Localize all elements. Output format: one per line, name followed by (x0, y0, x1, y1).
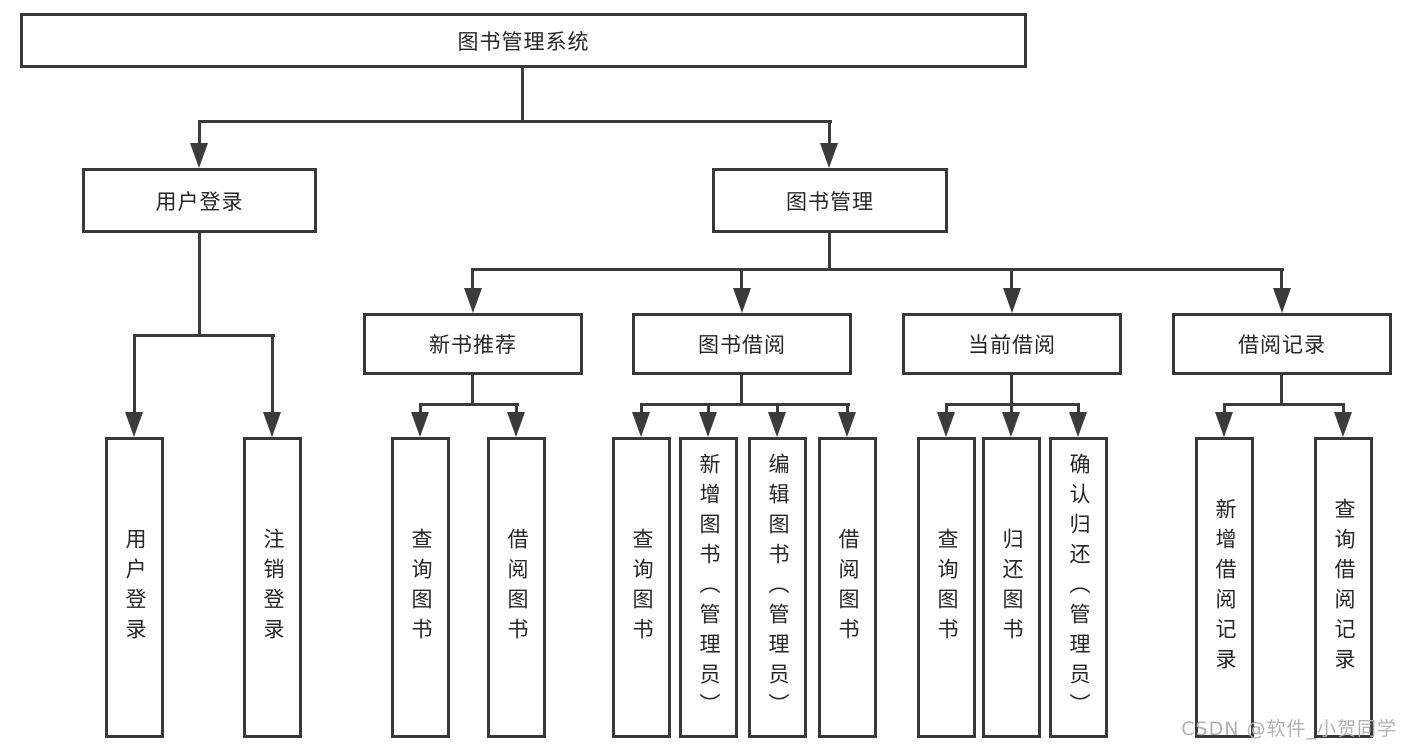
connector-vertical (471, 375, 474, 406)
arrowhead-down-icon (507, 412, 525, 437)
leaf-query-books-borrowing: 查询图书 (612, 437, 671, 738)
node-borrowing-records: 借阅记录 (1172, 313, 1392, 375)
leaf-add-borrow-record: 新增借阅记录 (1195, 437, 1254, 738)
connector-stub (1010, 403, 1013, 414)
leaf-label: 查询借阅记录 (1332, 497, 1356, 678)
connector-stub (828, 120, 831, 146)
connector-stub (515, 403, 518, 414)
leaf-label: 编辑图书（管理员） (766, 452, 790, 723)
connector-root-vertical (521, 68, 524, 121)
node-new-book-recommendation: 新书推荐 (363, 313, 583, 375)
arrowhead-down-icon (1215, 412, 1233, 437)
node-label: 图书管理 (786, 189, 874, 214)
connector-horizontal (419, 403, 519, 406)
node-label: 新书推荐 (429, 333, 517, 357)
connector-manage-vertical (828, 233, 831, 271)
node-current-borrowing: 当前借阅 (902, 313, 1122, 375)
leaf-label: 查询图书 (630, 527, 654, 648)
arrowhead-down-icon (1002, 412, 1020, 437)
leaf-add-book-admin: 新增图书（管理员） (679, 437, 738, 738)
connector-vertical (740, 375, 743, 406)
leaf-query-books-recommend: 查询图书 (391, 437, 450, 738)
leaf-label: 新增借阅记录 (1213, 497, 1237, 678)
arrowhead-down-icon (1069, 412, 1087, 437)
arrowhead-down-icon (632, 412, 650, 437)
connector-manage-horizontal (471, 268, 1284, 271)
connector-login-vertical (198, 233, 201, 336)
connector-horizontal (1223, 403, 1345, 406)
connector-vertical (1280, 375, 1283, 406)
leaf-label: 新增图书（管理员） (697, 452, 721, 723)
connector-stub (419, 403, 422, 414)
leaf-return-books: 归还图书 (982, 437, 1041, 738)
connector-stub (133, 334, 136, 414)
node-label: 用户登录 (155, 189, 244, 214)
connector-stub (1223, 403, 1226, 414)
node-label: 借阅记录 (1238, 333, 1326, 357)
node-book-borrowing: 图书借阅 (632, 313, 852, 375)
connector-stub (1077, 403, 1080, 414)
leaf-user-login: 用户登录 (105, 437, 164, 738)
connector-stub (707, 403, 710, 414)
connector-vertical (1010, 375, 1013, 406)
arrowhead-down-icon (1273, 288, 1291, 313)
leaf-label: 归还图书 (1000, 527, 1024, 648)
leaf-label: 查询图书 (409, 527, 433, 648)
connector-stub (740, 268, 743, 292)
arrowhead-down-icon (125, 412, 143, 437)
arrowhead-down-icon (768, 412, 786, 437)
leaf-label: 用户登录 (123, 527, 147, 648)
arrowhead-down-icon (838, 412, 856, 437)
connector-stub (271, 334, 274, 414)
connector-stub (198, 120, 201, 146)
connector-stub (945, 403, 948, 414)
leaf-borrow-books-borrowing: 借阅图书 (818, 437, 877, 738)
connector-stub (846, 403, 849, 414)
connector-root-horizontal (198, 120, 832, 123)
leaf-label: 查询图书 (935, 527, 959, 648)
arrowhead-down-icon (263, 412, 281, 437)
connector-stub (1010, 268, 1013, 292)
arrowhead-down-icon (411, 412, 429, 437)
arrowhead-down-icon (937, 412, 955, 437)
leaf-label: 借阅图书 (505, 527, 529, 648)
connector-stub (1342, 403, 1345, 414)
leaf-label: 注销登录 (261, 527, 285, 648)
leaf-query-books-current: 查询图书 (917, 437, 976, 738)
connector-stub (640, 403, 643, 414)
leaf-edit-book-admin: 编辑图书（管理员） (748, 437, 807, 738)
arrowhead-down-icon (820, 143, 838, 168)
node-label: 图书借阅 (698, 333, 786, 357)
arrowhead-down-icon (1334, 412, 1352, 437)
arrowhead-down-icon (699, 412, 717, 437)
connector-stub (776, 403, 779, 414)
arrowhead-down-icon (733, 288, 751, 313)
connector-horizontal (640, 403, 850, 406)
arrowhead-down-icon (1003, 288, 1021, 313)
leaf-query-borrow-record: 查询借阅记录 (1314, 437, 1373, 738)
connector-login-horizontal (133, 334, 275, 337)
csdn-watermark: CSDN @软件_小贺同学 (1181, 718, 1397, 740)
node-library-management-system: 图书管理系统 (20, 13, 1027, 68)
node-label: 图书管理系统 (457, 29, 590, 54)
leaf-logout: 注销登录 (243, 437, 302, 738)
node-label: 当前借阅 (968, 333, 1056, 357)
node-book-management: 图书管理 (712, 168, 948, 233)
leaf-label: 确认归还（管理员） (1067, 452, 1091, 723)
leaf-confirm-return-admin: 确认归还（管理员） (1049, 437, 1108, 738)
leaf-label: 借阅图书 (836, 527, 860, 648)
arrowhead-down-icon (464, 288, 482, 313)
arrowhead-down-icon (190, 143, 208, 168)
connector-stub (1280, 268, 1283, 292)
node-user-login: 用户登录 (82, 168, 317, 233)
leaf-borrow-books-recommend: 借阅图书 (487, 437, 546, 738)
connector-stub (471, 268, 474, 292)
